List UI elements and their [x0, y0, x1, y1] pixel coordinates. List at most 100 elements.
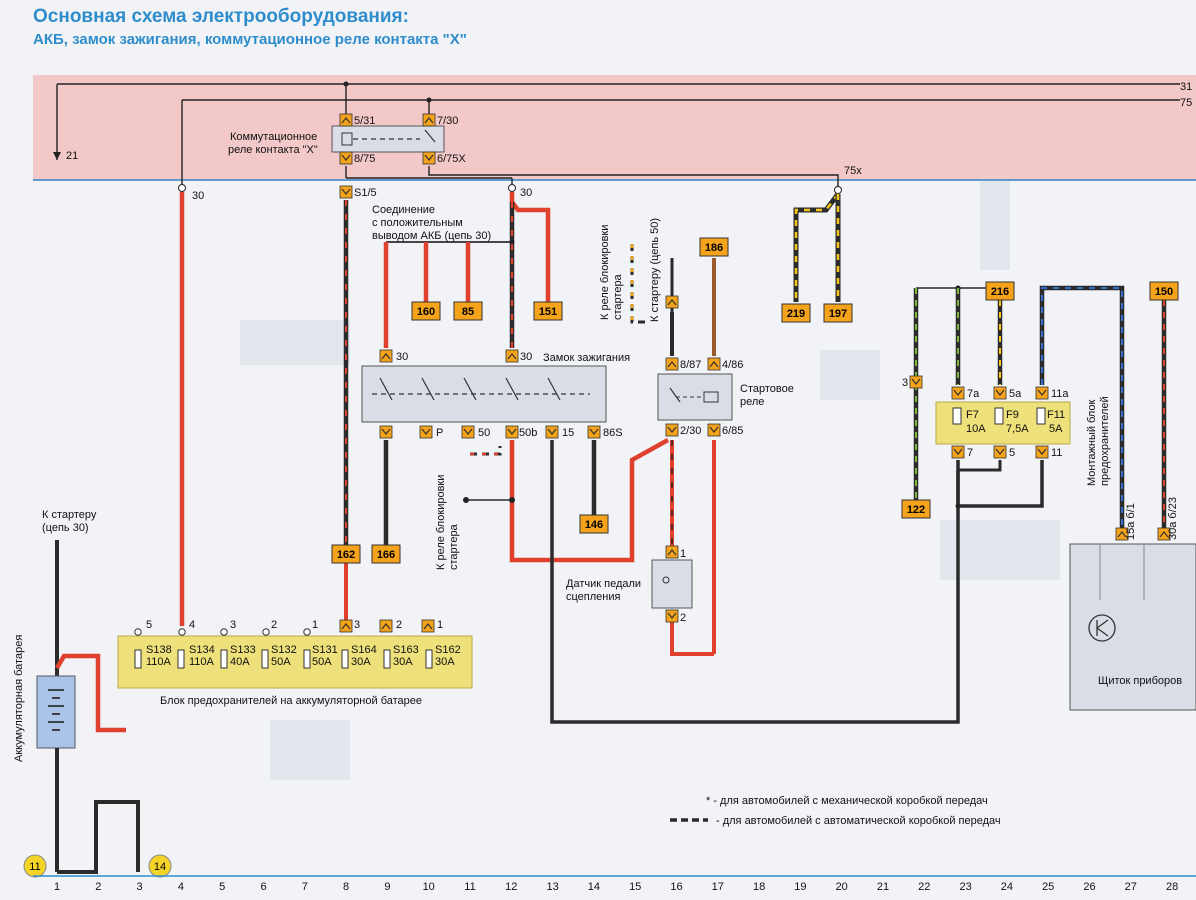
- legend: * - для автомобилей с механической короб…: [670, 795, 1001, 827]
- bfuse-pin-s163: 2: [396, 619, 402, 631]
- dash-pin-label-15a: 15a б/1: [1125, 503, 1137, 540]
- relay-x-pin-label-6-75x: 6/75X: [437, 153, 466, 165]
- ref-197[interactable]: 197: [829, 308, 847, 320]
- bfuse-rating-s134: 110A: [189, 656, 215, 668]
- relay-x-pin-6-75x: [422, 151, 436, 165]
- ref-166[interactable]: 166: [377, 549, 395, 561]
- splice-s1-5: [339, 185, 353, 199]
- starter-30-label-2: (цепь 30): [42, 522, 89, 534]
- bfuse-rating-s163: 30A: [393, 656, 413, 668]
- bfuse-rating-s164: 30A: [351, 656, 371, 668]
- mounting-pin-5: [993, 445, 1007, 459]
- bfuse-pin-s134: 4: [189, 619, 195, 631]
- bus-31-label: 31: [1180, 81, 1192, 93]
- starter-30-label-1: К стартеру: [42, 509, 97, 521]
- grid-number: 17: [712, 881, 724, 893]
- battery-fuse-pin-s164: [339, 619, 353, 633]
- starter-relay-pin-label-2-30: 2/30: [680, 425, 701, 437]
- relay-x-pin-label-7-30: 7/30: [437, 115, 458, 127]
- page-subtitle: АКБ, замок зажигания, коммутационное рел…: [33, 31, 467, 48]
- mounting-pin-11: [1035, 445, 1049, 459]
- bfuse-rating-s131: 50A: [312, 656, 332, 668]
- starter-relay-pin-label-6-85: 6/85: [722, 425, 743, 437]
- mounting-pin-label-11: 11: [1051, 447, 1062, 459]
- ref-219[interactable]: 219: [787, 308, 805, 320]
- ignition-pin-p: [419, 425, 433, 439]
- grid-number: 11: [464, 881, 475, 893]
- bfuse-name-s131: S131: [312, 644, 338, 656]
- bfuse-pin-s132: 2: [271, 619, 277, 631]
- akb-note-2: с положительным: [372, 217, 463, 229]
- bfuse-pin-s133: 3: [230, 619, 236, 631]
- clutch-pin-1: [665, 545, 679, 559]
- mounting-pin-label-7: 7: [967, 447, 973, 459]
- mounting-pin-label-11a: 11a: [1051, 388, 1069, 400]
- grid-number: 23: [959, 881, 971, 893]
- battery-fuse-pin-s163: [379, 619, 393, 633]
- ref-160[interactable]: 160: [417, 306, 435, 318]
- ref-146[interactable]: 146: [585, 519, 603, 531]
- relay-x-label-2: реле контакта "X": [228, 144, 318, 156]
- grid-number: 20: [836, 881, 848, 893]
- grid-number: 7: [302, 881, 308, 893]
- grid-number: 18: [753, 881, 765, 893]
- bfuse-rating-s138: 110A: [146, 656, 172, 668]
- ref-216[interactable]: 216: [991, 286, 1009, 298]
- dash-pin-label-30a: 30a б/23: [1167, 497, 1179, 540]
- ground-11-label: 11: [29, 861, 40, 873]
- bfuse-pin-s164: 3: [354, 619, 360, 631]
- starter-lock-top-2: стартера: [612, 273, 624, 320]
- clutch-pin-label-1: 1: [680, 548, 686, 560]
- grid-number: 8: [343, 881, 349, 893]
- ref-162[interactable]: 162: [337, 549, 355, 561]
- starter-relay-pin-label-4-86: 4/86: [722, 359, 743, 371]
- fuse-f7-name: F7: [966, 409, 979, 421]
- ref-85[interactable]: 85: [462, 306, 474, 318]
- ground-11: [23, 854, 47, 878]
- starter-relay-title-1: Стартовое: [740, 383, 794, 395]
- grid-number: 25: [1042, 881, 1054, 893]
- ref-151[interactable]: 151: [539, 306, 557, 318]
- grid-number: 6: [260, 881, 266, 893]
- grid-number: 13: [546, 881, 558, 893]
- battery-fuse-pin-s162: [421, 619, 435, 633]
- ref-122[interactable]: 122: [907, 504, 925, 516]
- ref-186[interactable]: 186: [705, 242, 723, 254]
- clutch-title-1: Датчик педали: [566, 578, 641, 590]
- grid-number: 5: [219, 881, 225, 893]
- ignition-pin-unnamed: [379, 425, 393, 439]
- clutch-pin-label-2: 2: [680, 612, 686, 624]
- mounting-pin-7a: [951, 386, 965, 400]
- grid-number: 1: [54, 881, 60, 893]
- dash-title: Щиток приборов: [1098, 675, 1182, 687]
- grid-number: 10: [423, 881, 435, 893]
- bfuse-rating-s133: 40A: [230, 656, 250, 668]
- wire-15: [550, 440, 960, 724]
- grid-number: 21: [877, 881, 889, 893]
- grid-number: 28: [1166, 881, 1178, 893]
- legend-manual: * - для автомобилей с механической короб…: [706, 795, 988, 807]
- ignition-pin-label-50: 50: [478, 427, 490, 439]
- grid-number: 9: [384, 881, 390, 893]
- mounting-block-label-1: Монтажный блок: [1086, 399, 1098, 486]
- relay-x-pin-label-8-75: 8/75: [354, 153, 375, 165]
- mounting-pin-7: [951, 445, 965, 459]
- reference-boxes: 160 85 151 186 219 197 216 150 162 166 1…: [331, 237, 1179, 564]
- mounting-pin-5a: [993, 386, 1007, 400]
- bfuse-pin-s138: 5: [146, 619, 152, 631]
- starter-relay-pin-2-30: [665, 423, 679, 437]
- battery-fuse-block-label: Блок предохранителей на аккумуляторной б…: [160, 695, 422, 707]
- ref-150[interactable]: 150: [1155, 286, 1173, 298]
- grid-number: 19: [794, 881, 806, 893]
- bfuse-pin-s162: 1: [437, 619, 443, 631]
- starter-relay-body: [657, 373, 733, 421]
- battery-body: [36, 675, 76, 749]
- bus-75x-label: 75x: [844, 165, 862, 177]
- ignition-title: Замок зажигания: [543, 352, 630, 364]
- ignition-pin-label-p: P: [436, 427, 443, 439]
- page-title: Основная схема электрооборудования:: [33, 6, 409, 27]
- clutch-sensor-body: [651, 559, 693, 609]
- grid-number: 3: [137, 881, 143, 893]
- mounting-pin-label-5: 5: [1009, 447, 1015, 459]
